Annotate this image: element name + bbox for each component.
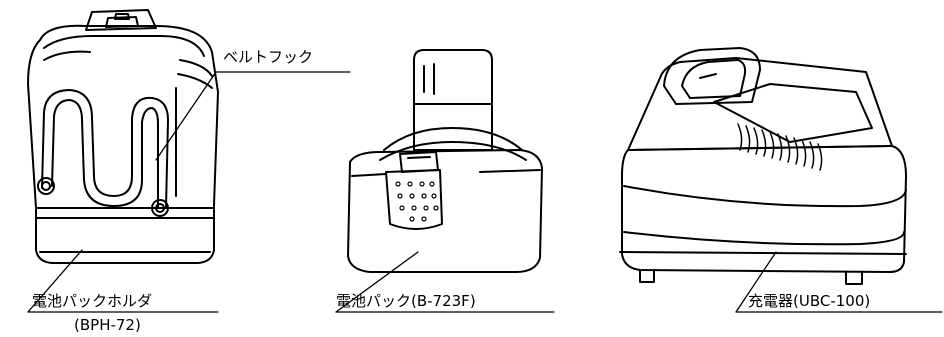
battery-pack-label: 電池パック(B-723F) — [336, 292, 476, 310]
charger-illustration — [619, 47, 907, 285]
holder-model-label: (BPH-72) — [74, 316, 141, 334]
battery-holder-illustration — [27, 9, 219, 264]
battery-pack-illustration — [347, 49, 543, 273]
leader-lines — [27, 71, 943, 313]
holder-label: 電池パックホルダ — [32, 292, 153, 310]
belt-clip-label: ベルトフック — [223, 48, 314, 66]
charger-label: 充電器(UBC-100) — [748, 292, 871, 310]
